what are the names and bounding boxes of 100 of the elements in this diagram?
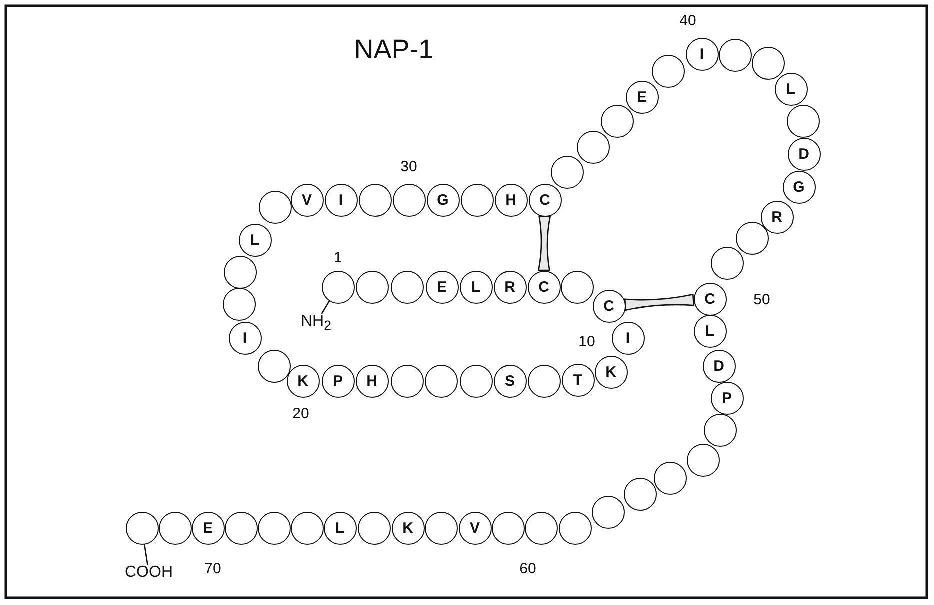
- residue-circle: [356, 270, 388, 304]
- residue-circle: [736, 222, 768, 254]
- residue-circle: [392, 512, 424, 544]
- residue-number: 30: [400, 160, 418, 174]
- residue-circle: [426, 184, 460, 216]
- residue-circle: [290, 184, 324, 216]
- disulfide-bridge: [538, 216, 551, 272]
- residue-circle: [286, 364, 320, 398]
- residue-circle: [126, 512, 158, 544]
- residue-circle: [238, 224, 272, 256]
- residue-circle: [258, 512, 290, 544]
- residue-circle: [760, 200, 794, 234]
- residue-circle: [786, 104, 820, 138]
- amino-acid-letter: I: [242, 330, 248, 346]
- residue-circle: [460, 270, 492, 304]
- residue-circle: [460, 364, 492, 398]
- residue-circle: [782, 170, 816, 204]
- amino-acid-letter: R: [504, 280, 516, 294]
- amino-acid-letter: C: [704, 292, 716, 306]
- amino-acid-letter: L: [471, 280, 481, 294]
- residue-circle: [458, 512, 492, 544]
- residue-circle: [492, 512, 524, 544]
- residue-circle: [258, 350, 290, 382]
- amino-acid-letter: I: [626, 330, 630, 346]
- residue-circle: [704, 414, 736, 446]
- residue-circle: [710, 382, 744, 414]
- amino-acid-letter: I: [338, 192, 344, 208]
- residue-circle: [558, 512, 592, 544]
- residue-number: 10: [578, 334, 596, 350]
- disulfide-bridge: [624, 294, 695, 311]
- residue-number: 20: [292, 406, 310, 422]
- residue-circle: [460, 184, 494, 216]
- residue-circle: [686, 444, 720, 476]
- residue-number: 70: [204, 562, 222, 576]
- residue-circle: [686, 38, 718, 70]
- amino-acid-letter: E: [636, 90, 647, 104]
- residue-circle: [192, 512, 224, 544]
- amino-acid-letter: C: [604, 298, 614, 314]
- residue-number: 40: [680, 14, 696, 28]
- amino-acid-letter: D: [798, 146, 810, 162]
- residue-circle: [594, 356, 628, 388]
- amino-acid-letter: L: [335, 520, 345, 536]
- residue-circle: [322, 270, 354, 304]
- amino-acid-letter: L: [786, 82, 796, 96]
- residue-circle: [600, 104, 634, 138]
- residue-circle: [654, 462, 686, 494]
- amino-acid-letter: T: [573, 372, 583, 388]
- residue-circle: [494, 184, 528, 216]
- residue-circle: [390, 364, 424, 398]
- amino-acid-letter: K: [298, 374, 308, 388]
- amino-acid-letter: C: [540, 192, 550, 208]
- residue-circle: [258, 190, 292, 224]
- amino-acid-letter: E: [436, 280, 447, 294]
- residue-circle: [752, 46, 784, 80]
- residue-circle: [576, 130, 610, 164]
- residue-circle: [358, 184, 392, 216]
- residue-circle: [718, 38, 752, 72]
- residue-circle: [774, 72, 808, 106]
- amino-acid-letter: P: [722, 390, 732, 406]
- residue-circle: [702, 350, 736, 382]
- residue-circle: [524, 512, 558, 544]
- amino-acid-letter: G: [437, 192, 449, 208]
- residue-circle: [322, 364, 354, 398]
- residue-circle: [694, 314, 726, 348]
- terminus-label: NH$_{2}$: [301, 314, 332, 333]
- amino-acid-letter: L: [250, 232, 260, 248]
- leader-line: [321, 300, 330, 314]
- residue-circle: [494, 270, 526, 304]
- residue-circle: [560, 270, 594, 304]
- residue-circle: [224, 512, 258, 544]
- residue-number: 1: [334, 250, 342, 266]
- residue-circle: [324, 184, 358, 216]
- residue-circle: [592, 290, 626, 322]
- residue-circle: [528, 184, 562, 216]
- residue-circle: [228, 322, 262, 354]
- residue-circle: [424, 512, 458, 544]
- amino-acid-letter: H: [506, 192, 516, 208]
- amino-acid-letter: K: [606, 364, 616, 380]
- terminus-label: COOH: [125, 565, 173, 581]
- residue-number: 60: [520, 562, 536, 576]
- amino-acid-letter: C: [538, 280, 550, 294]
- residue-circle: [694, 282, 726, 316]
- amino-acid-letter: E: [202, 520, 213, 536]
- residue-circle: [550, 156, 584, 188]
- leader-line: [144, 544, 148, 566]
- amino-acid-letter: H: [366, 374, 378, 388]
- residue-circle: [358, 512, 390, 544]
- amino-acid-letter: V: [470, 520, 480, 536]
- amino-acid-letter: R: [772, 210, 782, 224]
- residue-circle: [392, 184, 426, 216]
- residue-circle: [494, 364, 526, 398]
- residue-circle: [222, 288, 256, 320]
- amino-acid-letter: D: [714, 358, 724, 374]
- residue-circle: [424, 364, 458, 398]
- diagram-title: NAP-1: [354, 34, 434, 66]
- residue-circle: [158, 512, 192, 544]
- residue-circle: [356, 364, 388, 398]
- residue-circle: [562, 364, 594, 396]
- residue-circle: [626, 80, 658, 114]
- amino-acid-letter: I: [700, 46, 704, 62]
